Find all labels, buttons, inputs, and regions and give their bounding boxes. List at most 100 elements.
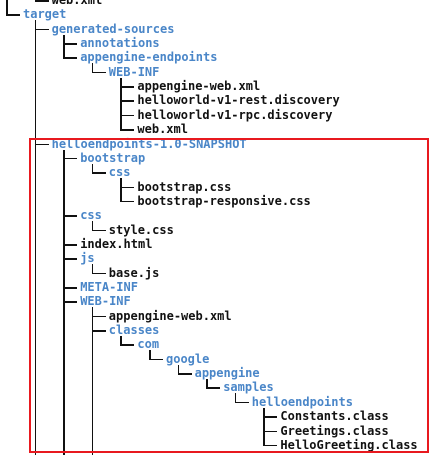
file-name: web.xml [137,122,188,137]
tree-guide-line [63,149,65,455]
branch-connector [63,301,78,303]
folder-name: annotations [80,36,160,51]
tree-guide-line [234,393,237,403]
branch-connector [263,416,278,418]
folder-name: appengine [194,366,260,381]
tree-guide-line [91,63,94,73]
file-name: HelloGreeting.class [280,437,418,452]
tree-guide-line [206,379,208,389]
tree-row: css [0,208,434,222]
folder-name: js [80,251,95,266]
tree-row: web.xml [0,122,434,136]
branch-connector [234,401,249,404]
file-name: Greetings.class [280,423,389,438]
tree-row: Greetings.class [0,424,434,438]
tree-row: appengine-web.xml [0,79,434,93]
tree-row: bootstrap-responsive.css [0,194,434,208]
branch-connector [63,57,78,59]
folder-name: appengine-endpoints [80,50,218,65]
folder-name: css [80,208,102,223]
branch-connector [34,28,49,31]
tree-guide-line [120,178,122,202]
folder-name: classes [108,323,160,338]
branch-connector [34,0,49,2]
tree-row: Constants.class [0,409,434,423]
branch-connector [120,86,135,88]
file-name: helloworld-v1-rest.discovery [137,93,340,108]
file-name: bootstrap-responsive.css [137,193,311,208]
folder-name: css [108,165,131,180]
branch-connector [91,272,106,275]
tree-row: index.html [0,237,434,251]
file-name: web.xml [51,0,103,7]
branch-connector [91,315,106,318]
file-name: bootstrap.css [137,179,232,194]
tree-guide-line [149,350,151,360]
tree-guide-line [91,163,94,174]
tree-row: annotations [0,36,434,50]
file-name: style.css [108,222,174,237]
branch-connector [63,287,78,289]
branch-connector [120,344,135,346]
folder-name: google [166,351,210,366]
tree-row: WEB-INF [0,65,434,79]
branch-connector [63,243,78,246]
tree-row: appengine-endpoints [0,50,434,64]
tree-row: META-INF [0,280,434,294]
branch-connector [149,358,163,361]
branch-connector [91,172,106,174]
tree-row: helloworld-v1-rpc.discovery [0,108,434,122]
branch-connector [120,114,135,117]
tree-guide-line [91,307,94,455]
branch-connector [120,186,135,189]
tree-row: WEB-INF [0,294,434,308]
tree-guide-line [120,77,122,131]
tree-guide-line [91,264,94,274]
tree-row: base.js [0,266,434,280]
tree-guide-line [177,364,180,375]
branch-connector [177,373,192,375]
folder-name: com [137,337,160,352]
file-name: helloworld-v1-rpc.discovery [137,107,333,122]
branch-connector [63,215,78,217]
tree-guide-line [34,0,37,1]
folder-name: target [23,7,67,22]
branch-connector [63,157,78,160]
folder-name: WEB-INF [108,64,160,79]
tree-row: helloendpoints [0,395,434,409]
file-name: appengine-web.xml [108,308,232,323]
file-name: index.html [80,236,153,251]
branch-connector [120,200,135,203]
tree-guide-line [6,0,8,16]
branch-connector [120,129,135,131]
tree-row: helloworld-v1-rest.discovery [0,93,434,107]
tree-row: classes [0,323,434,337]
tree-row: target [0,7,434,21]
folder-name: WEB-INF [80,294,131,309]
tree-guide-line [34,20,37,455]
branch-connector [6,14,20,16]
tree-row: HelloGreeting.class [0,438,434,452]
file-name: Constants.class [280,409,389,424]
folder-name: helloendpoints-1.0-SNAPSHOT [51,136,247,151]
branch-connector [263,444,278,447]
tree-row: helloendpoints-1.0-SNAPSHOT [0,137,434,151]
file-name: base.js [108,265,160,280]
folder-name: bootstrap [80,150,146,165]
tree-guide-line [63,34,65,59]
tree-row: bootstrap.css [0,180,434,194]
file-name: appengine-web.xml [137,79,261,94]
tree-row: appengine-web.xml [0,309,434,323]
tree-guide-line [91,221,94,231]
tree-row: appengine [0,366,434,380]
tree-row: web.xml [0,0,434,7]
branch-connector [206,387,221,390]
branch-connector [91,330,106,332]
branch-connector [63,258,78,260]
branch-connector [91,229,106,232]
branch-connector [120,100,135,103]
tree-row: samples [0,380,434,394]
folder-name: samples [223,380,274,395]
folder-name: META-INF [80,280,138,294]
